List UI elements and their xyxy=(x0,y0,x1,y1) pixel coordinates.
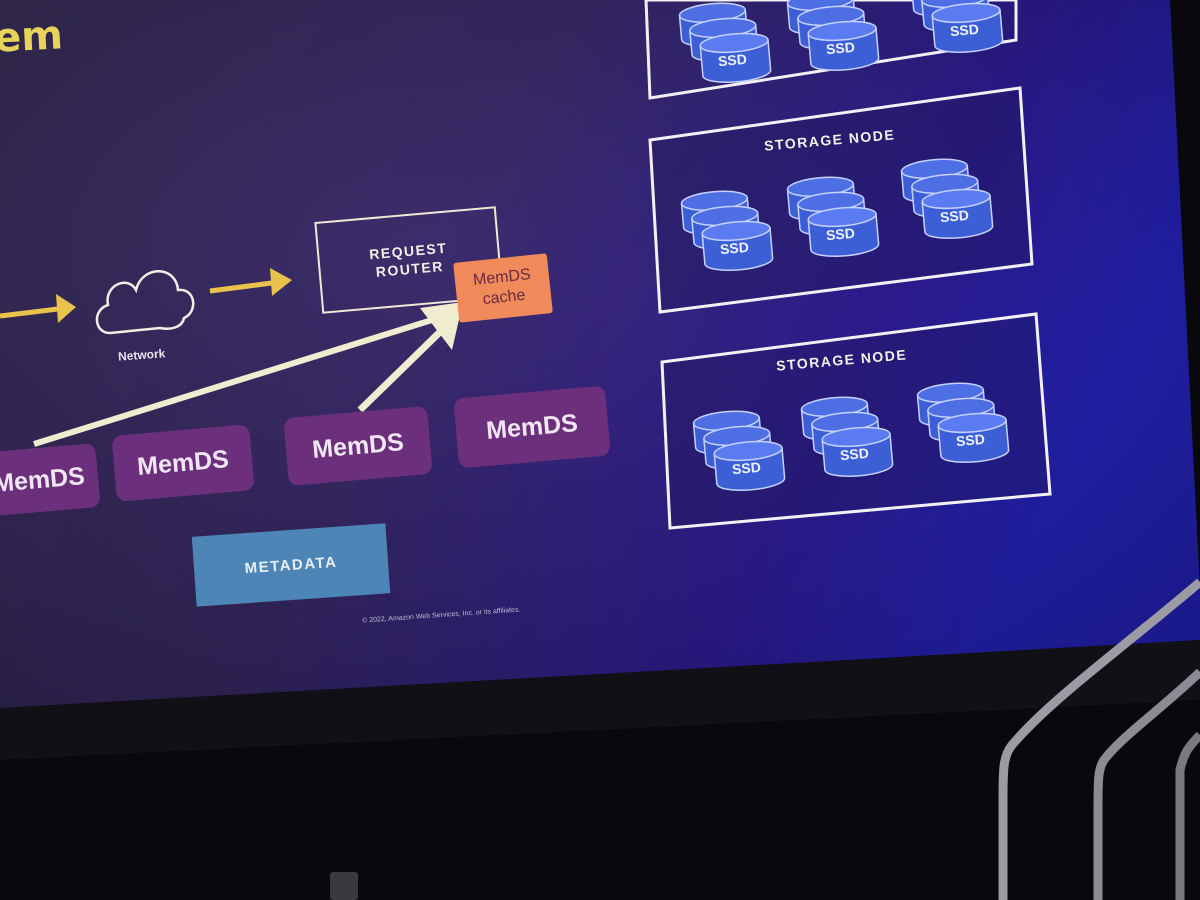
storage-node-top xyxy=(644,0,1018,100)
ssd-label: SSD xyxy=(825,38,856,58)
ssd-label: SSD xyxy=(825,224,856,244)
ssd-label: SSD xyxy=(717,50,748,70)
ssd-stack-icon xyxy=(680,190,774,272)
ssd-stack-icon xyxy=(678,2,772,84)
arrowhead-icon xyxy=(420,302,463,350)
ssd-label: SSD xyxy=(939,206,970,226)
ssd-label: SSD xyxy=(839,444,870,464)
ssd-stack-icon xyxy=(910,0,1004,54)
ssd-stack-icon xyxy=(692,410,786,492)
ssd-label: SSD xyxy=(955,430,986,450)
ssd-label: SSD xyxy=(731,458,762,478)
ssd-label: SSD xyxy=(719,238,750,258)
arrow-to-network-icon xyxy=(56,294,76,323)
ssd-stack-icon xyxy=(786,176,880,258)
ssd-stack-icon xyxy=(786,0,880,72)
arrow-to-router-icon xyxy=(270,268,292,296)
ssd-stack-icon xyxy=(916,382,1010,464)
ssd-label: SSD xyxy=(949,20,980,40)
ssd-stack-icon xyxy=(800,396,894,478)
ssd-stack-icon xyxy=(900,158,994,240)
cloud-icon xyxy=(95,270,195,335)
